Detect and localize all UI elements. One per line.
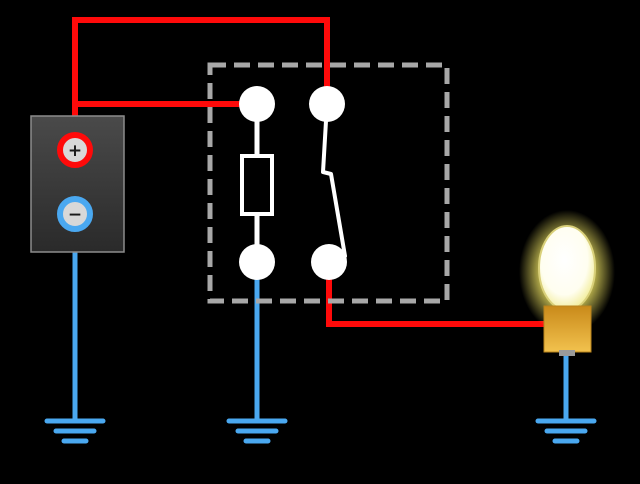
plus-icon: +: [68, 141, 82, 161]
minus-icon: −: [68, 205, 82, 225]
relay-switch-bottom-terminal: [311, 244, 347, 280]
resistor-coil-icon: [240, 154, 274, 216]
wire-relay-to-lamp: [326, 259, 551, 327]
relay-housing-outline: [207, 62, 450, 304]
lamp-base-contact: [559, 350, 575, 356]
battery-negative-terminal: −: [57, 196, 93, 232]
battery: + −: [30, 115, 125, 253]
relay: [207, 62, 450, 304]
positive-wires: [72, 17, 551, 327]
relay-coil-bottom-terminal: [239, 244, 275, 280]
wire-battery-to-relay-switch: [72, 17, 330, 131]
switch-contact-arm: [321, 102, 347, 258]
relay-switch: [321, 102, 347, 258]
relay-coil-top-terminal: [239, 86, 275, 122]
lamp: [519, 210, 615, 356]
ground-icon: [44, 418, 106, 444]
ground-icon: [535, 418, 597, 444]
relay-switch-top-terminal: [309, 86, 345, 122]
light-bulb-icon: [538, 225, 596, 311]
ground-icon: [226, 418, 288, 444]
relay-coil: [240, 104, 274, 262]
lamp-base: [543, 305, 592, 353]
battery-positive-terminal: +: [57, 132, 93, 168]
